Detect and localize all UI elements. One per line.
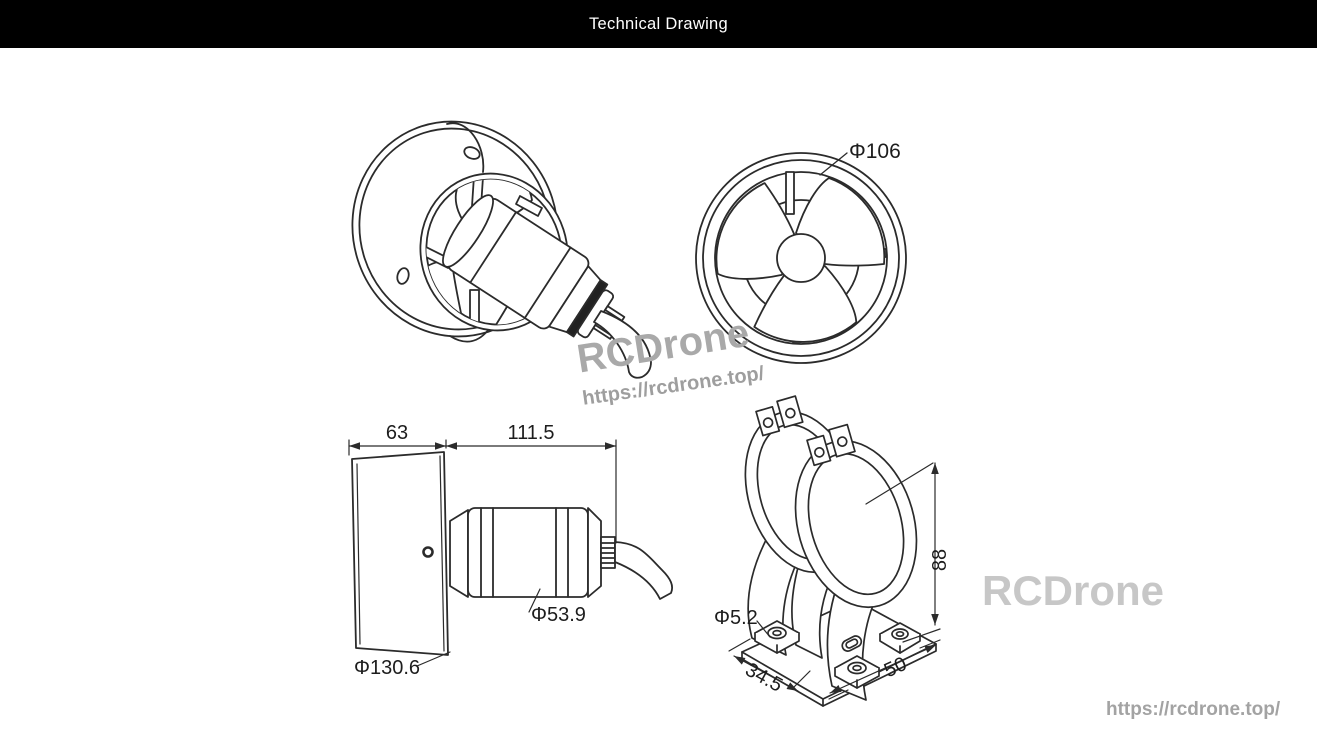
duct-side [351,451,449,656]
motor-cable [593,310,652,379]
side-view: 63 111.5 Φ53.9 Φ130.6 [348,422,674,679]
bracket-dimensions [728,462,941,700]
spline-side [600,536,616,569]
side-dimensions [348,439,617,667]
front-view: Φ106 [695,140,907,364]
page-title: Technical Drawing [589,14,728,33]
motor-side [449,507,674,600]
header-bar: Technical Drawing [0,0,1317,48]
dim-duct-diameter: Φ130.6 [354,657,420,679]
duct-hole [396,267,410,285]
base-slot [841,635,863,652]
dim-motor-diameter: Φ53.9 [531,604,586,626]
mount-tab [834,655,880,689]
mount-tab [879,622,921,654]
prop-hub [776,233,826,283]
bracket-view: 88 Φ5.2 34.5 50 [714,395,951,707]
motor-isometric [442,194,626,340]
mount-tab [754,620,800,654]
dim-motor-length: 111.5 [507,422,554,444]
dim-duct-depth: 63 [386,422,408,444]
clamp-ring-front [794,423,918,609]
dim-duct-outer-diameter: Φ106 [849,140,901,163]
dim-leader [819,152,848,176]
dim-bracket-height: 88 [929,549,951,571]
dim-hole-diameter: Φ5.2 [714,607,758,629]
duct-screw [422,546,434,558]
isometric-view [351,120,652,379]
duct-hole [463,146,481,160]
cable-side [614,541,674,600]
